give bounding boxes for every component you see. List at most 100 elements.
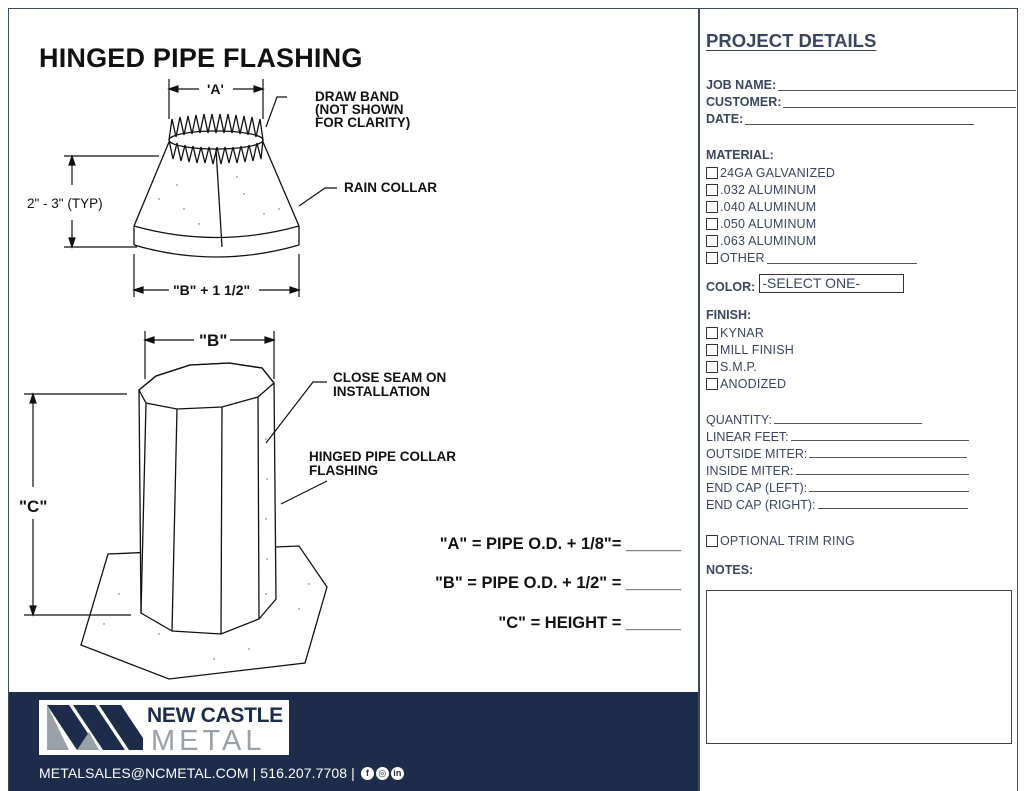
end-cap-left-label: END CAP (LEFT): xyxy=(706,481,808,495)
date-line[interactable] xyxy=(745,124,974,125)
material-option-label: 24GA GALVANIZED xyxy=(720,165,836,180)
checkbox[interactable] xyxy=(706,217,718,230)
checkbox[interactable] xyxy=(706,166,718,179)
draw-band-label-2: (NOT SHOWN xyxy=(315,102,404,117)
checkbox[interactable] xyxy=(706,200,718,213)
color-label: COLOR: xyxy=(706,280,756,294)
other-line[interactable] xyxy=(766,262,917,264)
logo-mark-icon xyxy=(47,705,143,750)
brand-name-bottom: METAL xyxy=(151,725,266,757)
material-option-label: .050 ALUMINUM xyxy=(720,216,817,231)
inside-miter-line[interactable] xyxy=(795,474,969,475)
material-option-label: .063 ALUMINUM xyxy=(720,233,817,248)
rain-collar-label: RAIN COLLAR xyxy=(344,180,437,195)
collar-seam-dots xyxy=(265,438,268,595)
inside-miter-label: INSIDE MITER: xyxy=(706,464,794,478)
job-name-field[interactable]: JOB NAME: xyxy=(706,77,1016,94)
rain-collar-drawing xyxy=(133,113,300,258)
dim-b-plus-lines xyxy=(132,254,301,297)
linear-feet-label: LINEAR FEET: xyxy=(706,430,789,444)
material-option-label: .032 ALUMINUM xyxy=(720,182,817,197)
material-option[interactable]: .050 ALUMINUM xyxy=(706,215,1016,232)
material-option-label: .040 ALUMINUM xyxy=(720,199,817,214)
brand-name-top: NEW CASTLE xyxy=(147,704,283,727)
quantity-field[interactable]: QUANTITY: xyxy=(706,410,1016,427)
trim-ring-option[interactable]: OPTIONAL TRIM RING xyxy=(706,532,1016,549)
end-cap-right-field[interactable]: END CAP (RIGHT): xyxy=(706,495,1016,512)
facebook-icon[interactable]: f xyxy=(360,766,374,780)
contact-text[interactable]: METALSALES@NCMETAL.COM | 516.207.7708 | xyxy=(39,765,355,781)
checkbox[interactable] xyxy=(706,343,718,356)
formula-c: "C" = HEIGHT = ______ xyxy=(498,614,681,632)
checkbox[interactable] xyxy=(706,377,718,390)
column-divider xyxy=(698,8,700,791)
contact-line: METALSALES@NCMETAL.COM | 516.207.7708 | … xyxy=(39,765,404,781)
finish-option-label: S.M.P. xyxy=(720,359,758,374)
date-label: DATE: xyxy=(706,112,744,126)
collar-texture xyxy=(158,176,280,225)
base-plate xyxy=(80,545,328,680)
customer-field[interactable]: CUSTOMER: xyxy=(706,94,1016,111)
dim-c-lines xyxy=(24,392,131,617)
dim-c-label: "C" xyxy=(19,497,47,516)
brand-footer: NEW CASTLE METAL METALSALES@NCMETAL.COM … xyxy=(9,692,698,791)
draw-band-label-3: FOR CLARITY) xyxy=(315,115,410,130)
material-option[interactable]: .040 ALUMINUM xyxy=(706,198,1016,215)
customer-line[interactable] xyxy=(783,107,1016,108)
finish-option[interactable]: ANODIZED xyxy=(706,375,1016,392)
color-field[interactable]: COLOR: -SELECT ONE- xyxy=(706,271,1016,295)
notes-label: NOTES: xyxy=(706,563,754,577)
dim-b-lines xyxy=(143,331,276,379)
end-cap-right-label: END CAP (RIGHT): xyxy=(706,498,816,512)
close-seam-label-1: CLOSE SEAM ON xyxy=(333,370,446,385)
project-details-title: PROJECT DETAILS xyxy=(706,30,877,51)
hinged-collar-label-1: HINGED PIPE COLLAR xyxy=(309,449,456,464)
outside-miter-label: OUTSIDE MITER: xyxy=(706,447,808,461)
quantity-label: QUANTITY: xyxy=(706,413,772,427)
outside-miter-field[interactable]: OUTSIDE MITER: xyxy=(706,444,1016,461)
close-seam-label-2: INSTALLATION xyxy=(333,384,430,399)
material-label: MATERIAL: xyxy=(706,148,774,162)
checkbox[interactable] xyxy=(706,183,718,196)
height-typ-label: 2" - 3" (TYP) xyxy=(27,196,103,211)
finish-option-label: MILL FINISH xyxy=(720,342,794,357)
social-icons: f ◎ in xyxy=(360,766,404,780)
checkbox[interactable] xyxy=(706,360,718,373)
material-option-label: OTHER xyxy=(720,250,765,265)
checkbox[interactable] xyxy=(706,234,718,247)
end-cap-left-line[interactable] xyxy=(809,491,970,492)
checkbox[interactable] xyxy=(706,251,718,264)
project-details-panel: PROJECT DETAILS JOB NAME: CUSTOMER: DATE… xyxy=(706,30,1016,579)
customer-label: CUSTOMER: xyxy=(706,95,782,109)
material-option[interactable]: 24GA GALVANIZED xyxy=(706,164,1016,181)
checkbox[interactable] xyxy=(706,326,718,339)
finish-option[interactable]: MILL FINISH xyxy=(706,341,1016,358)
linear-feet-field[interactable]: LINEAR FEET: xyxy=(706,427,1016,444)
finish-option[interactable]: KYNAR xyxy=(706,324,1016,341)
linear-feet-line[interactable] xyxy=(790,440,969,441)
draw-band-label-1: DRAW BAND xyxy=(315,89,399,104)
inside-miter-field[interactable]: INSIDE MITER: xyxy=(706,461,1016,478)
checkbox[interactable] xyxy=(706,534,718,547)
octagon-collar xyxy=(138,362,277,635)
end-cap-left-field[interactable]: END CAP (LEFT): xyxy=(706,478,1016,495)
job-name-line[interactable] xyxy=(778,90,1016,91)
formula-b: "B" = PIPE O.D. + 1/2" = ______ xyxy=(435,574,682,592)
end-cap-right-line[interactable] xyxy=(817,508,968,509)
outside-miter-line[interactable] xyxy=(809,457,968,458)
material-option-other[interactable]: OTHER xyxy=(706,249,917,266)
notes-textarea[interactable] xyxy=(706,590,1012,744)
dim-height-lines xyxy=(64,154,159,249)
instagram-icon[interactable]: ◎ xyxy=(375,766,389,780)
job-name-label: JOB NAME: xyxy=(706,78,777,92)
linkedin-icon[interactable]: in xyxy=(390,766,404,780)
finish-option[interactable]: S.M.P. xyxy=(706,358,1016,375)
dim-a-label: 'A' xyxy=(207,81,224,97)
material-option[interactable]: .063 ALUMINUM xyxy=(706,232,1016,249)
color-select[interactable]: -SELECT ONE- xyxy=(759,273,905,293)
date-field[interactable]: DATE: xyxy=(706,111,974,128)
drawing-title: HINGED PIPE FLASHING xyxy=(39,43,363,73)
material-option[interactable]: .032 ALUMINUM xyxy=(706,181,1016,198)
quantity-line[interactable] xyxy=(773,423,922,424)
